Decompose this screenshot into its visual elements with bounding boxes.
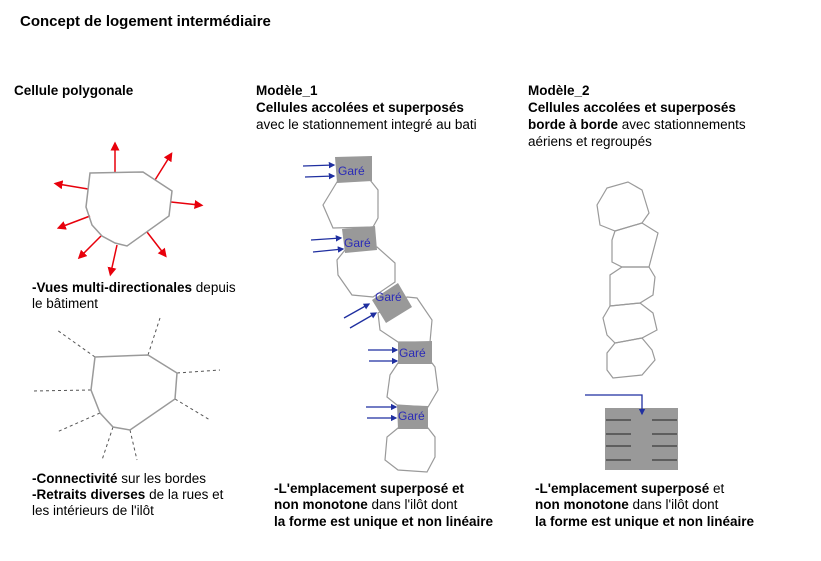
col1-heading: Cellule polygonale xyxy=(14,83,134,98)
access-arrows xyxy=(302,161,399,422)
view-arrows xyxy=(53,141,204,277)
grouped-parking xyxy=(605,408,678,470)
bold-text: non monotone xyxy=(274,497,368,512)
garage-label: Garé xyxy=(344,236,371,250)
bold-text: non monotone xyxy=(535,497,629,512)
col1-text1-line2: le bâtiment xyxy=(32,296,99,311)
model1-bottom-l1: -L'emplacement superposé et xyxy=(274,481,465,496)
page-title: Concept de logement intermédiaire xyxy=(20,13,271,30)
col1-text2-line2: -Retraits diverses de la rues et xyxy=(32,486,223,503)
polygonal-cell-connected xyxy=(90,354,178,431)
model2-bottom-l1: -L'emplacement superposé et xyxy=(535,480,724,497)
text: sur les bordes xyxy=(117,471,207,486)
connectivity-lines xyxy=(31,317,221,461)
garage-label: Garé xyxy=(338,164,365,178)
model2-bottom-l3: la forme est unique et non linéaire xyxy=(535,514,755,529)
text: dans l'ilôt dont xyxy=(367,497,458,512)
parking-lines xyxy=(606,419,677,461)
model1-bottom-l3: la forme est unique et non linéaire xyxy=(274,514,494,529)
garage-label: Garé xyxy=(375,290,402,304)
model2-cells xyxy=(596,181,659,379)
text: et xyxy=(709,481,725,496)
text: dans l'ilôt dont xyxy=(628,497,719,512)
bold-text: -Vues multi-directionales xyxy=(32,280,193,295)
model2-desc-line3: aériens et regroupés xyxy=(528,134,652,149)
model1-subtitle: Cellules accolées et superposés xyxy=(256,100,464,115)
bold-text: -L'emplacement superposé xyxy=(535,481,710,496)
col1-text2-line3: les intérieurs de l'ilôt xyxy=(32,503,154,518)
model2-desc-bold: borde à borde xyxy=(528,117,619,132)
model2-desc: borde à borde avec stationnements xyxy=(528,116,746,133)
garage-label: Garé xyxy=(399,346,426,360)
garage-label: Garé xyxy=(398,409,425,423)
model2-subtitle: Cellules accolées et superposés xyxy=(528,100,736,115)
text: de la rues et xyxy=(145,487,224,502)
model2-bottom-l2: non monotone dans l'ilôt dont xyxy=(535,496,718,513)
model2-desc-rest: avec stationnements xyxy=(618,117,746,132)
col1-text2: -Connectivité sur les bordes xyxy=(32,470,206,487)
bold-text: -Retraits diverses xyxy=(32,487,146,502)
bold-text: -Connectivité xyxy=(32,471,118,486)
polygonal-cell xyxy=(85,171,173,247)
text: depuis xyxy=(192,280,236,295)
model2-heading: Modèle_2 xyxy=(528,83,590,98)
col1-text1: -Vues multi-directionales depuis xyxy=(32,279,236,296)
parking-access-arrow xyxy=(585,394,646,416)
model1-desc: avec le stationnement integré au bati xyxy=(256,117,477,132)
model1-bottom-l2: non monotone dans l'ilôt dont xyxy=(274,496,457,513)
model1-heading: Modèle_1 xyxy=(256,83,318,98)
garage-blocks xyxy=(335,156,432,429)
